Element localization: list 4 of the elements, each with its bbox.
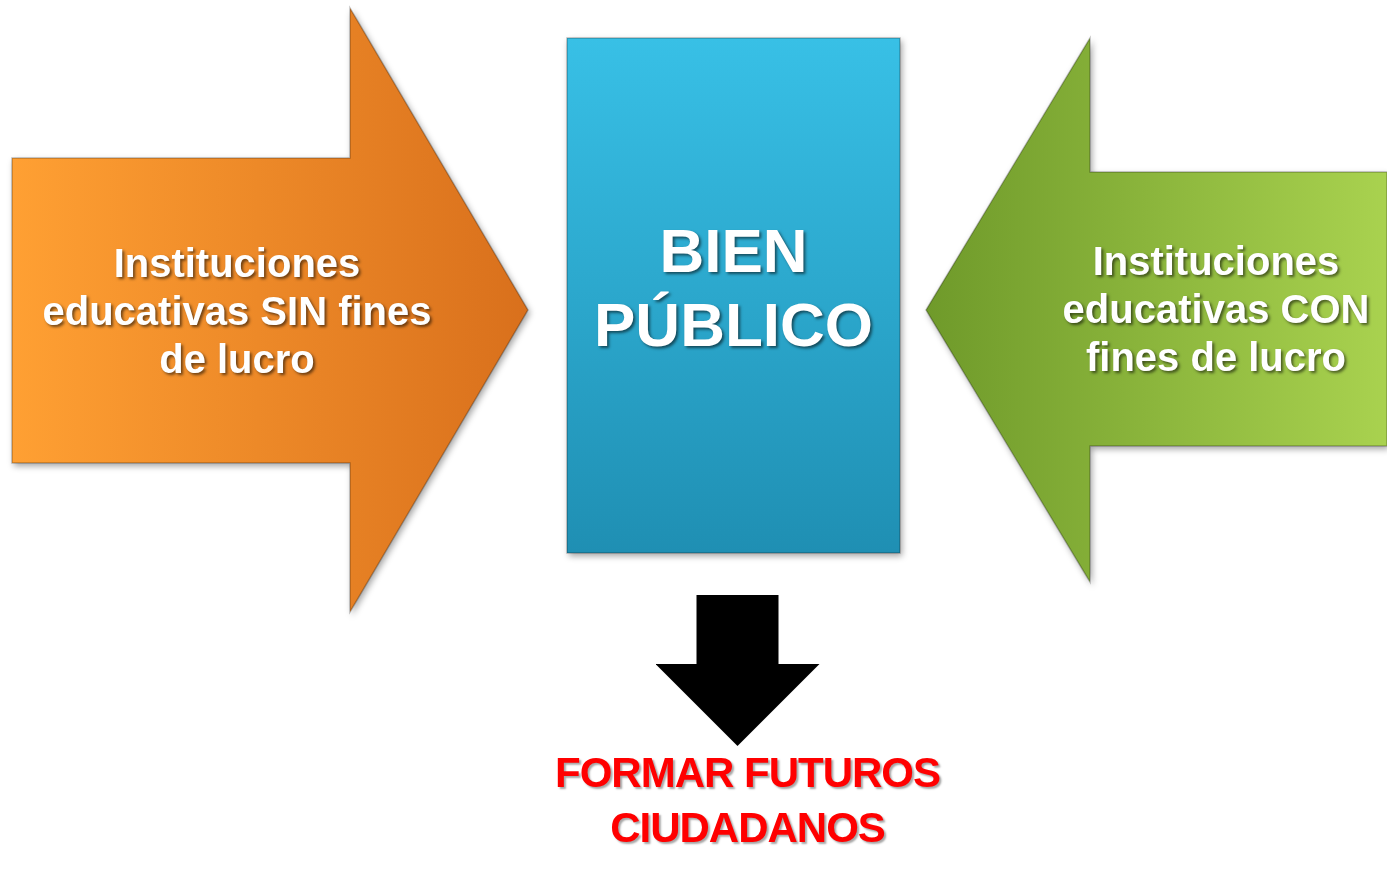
box-label: BIEN PÚBLICO xyxy=(593,214,874,361)
arrow-label: Instituciones educativas SIN fines de lucro xyxy=(41,239,433,383)
arrow-label: Instituciones educativas CON fines de lucro xyxy=(1061,238,1371,381)
outcome-text: FORMAR FUTUROS CIUDADANOS xyxy=(554,748,941,853)
